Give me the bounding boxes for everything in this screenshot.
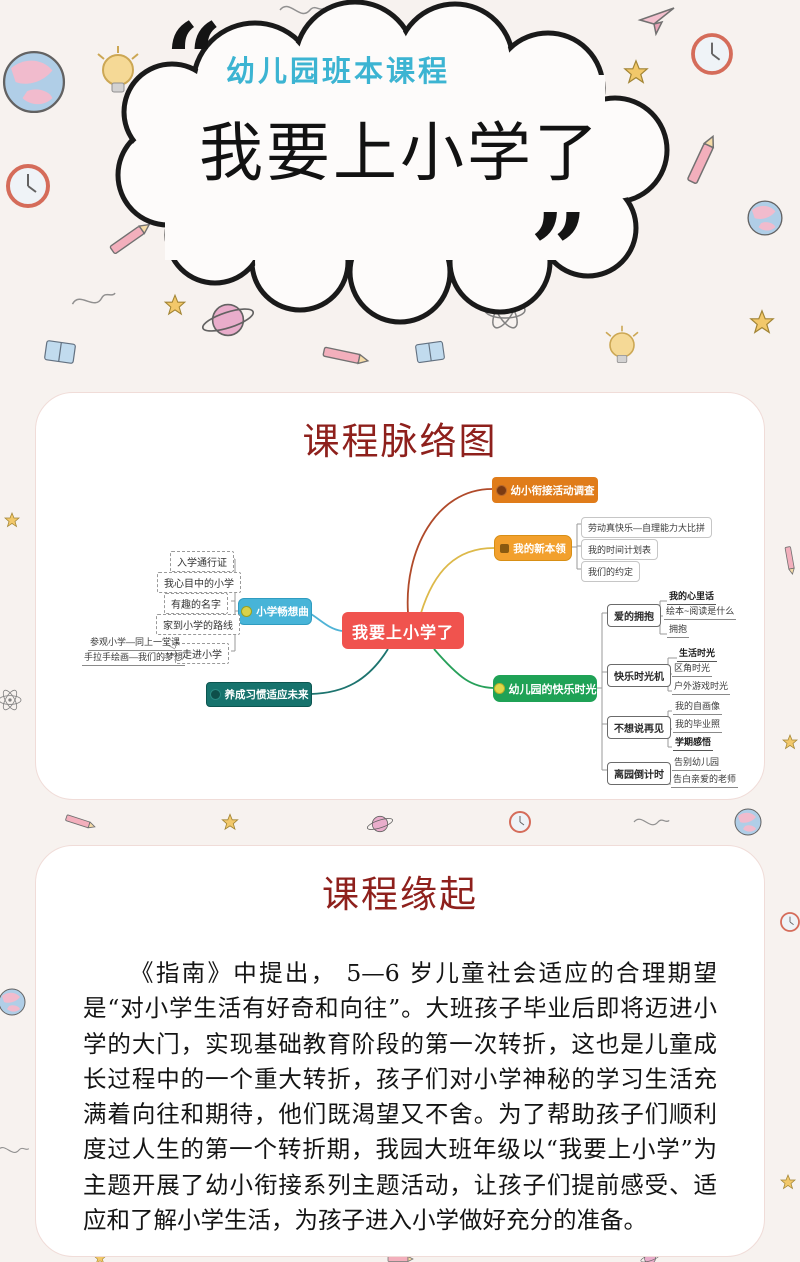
mindmap-branch-fantasia: 小学畅想曲 (238, 598, 312, 625)
mindmap-branch-happy-times: 幼儿园的快乐时光 (493, 675, 597, 702)
map-card-title: 课程脉络图 (302, 420, 498, 463)
survey-badge-icon (495, 484, 507, 496)
branch-label: 幼小衔接活动调查 (510, 484, 595, 497)
mindmap-group: 不想说再见 (607, 716, 671, 739)
mindmap-connectors (163, 488, 677, 785)
mindmap-group: 快乐时光机 (607, 664, 671, 687)
open-quote-mark: “ (165, 1, 223, 119)
hero-kicker: 幼儿园班本课程 (226, 56, 451, 88)
mindmap-leaf: 学期感悟 (673, 735, 714, 751)
mindmap-branch-skills: 我的新本领 (494, 535, 572, 561)
branch-label: 幼儿园的快乐时光 (508, 683, 597, 696)
mindmap-leaf: 有趣的名字 (164, 593, 228, 614)
hero-section: “ ” 幼儿园班本课程 我要上小学了 (0, 0, 800, 392)
mindmap-leaf: 参观小学—同上一堂课 (88, 635, 183, 651)
origin-body-text: 《指南》中提出， 5—6 岁儿童社会适应的合理期望是“对小学生活有好奇和向往”。… (83, 959, 717, 1234)
mindmap-leaf: 我们的约定 (581, 561, 641, 582)
mindmap-leaf: 绘本~阅读是什么 (664, 604, 737, 620)
mindmap-leaf: 我心目中的小学 (157, 572, 241, 593)
mindmap-leaf: 区角时光 (672, 661, 713, 677)
mindmap-leaf: 告别幼儿园 (672, 755, 722, 771)
branch-label: 养成习惯适应未来 (224, 689, 309, 701)
skills-badge-icon (500, 543, 510, 553)
habit-badge-icon (209, 689, 221, 700)
mindmap-leaf: 劳动真快乐—自理能力大比拼 (581, 517, 713, 538)
mindmap-group: 离园倒计时 (607, 762, 671, 785)
branch-label: 我的新本领 (513, 542, 566, 555)
mindmap-leaf: 我的毕业照 (673, 717, 723, 733)
mindmap-leaf: 户外游戏时光 (672, 679, 731, 695)
mindmap-group: 爱的拥抱 (607, 604, 661, 627)
page-title: 我要上小学了 (199, 117, 601, 191)
mindmap-leaf: 走进小学 (175, 643, 229, 664)
center-label: 我要上小学了 (351, 624, 454, 642)
origin-card-title: 课程缘起 (322, 873, 478, 916)
mindmap-leaf: 我的自画像 (673, 699, 723, 715)
cloud-bubble (115, 0, 670, 325)
mindmap-branch-survey: 幼小衔接活动调查 (492, 477, 598, 503)
close-quote-mark: ” (530, 191, 588, 309)
mindmap-leaf: 入学通行证 (170, 551, 234, 572)
mindmap-leaf: 生活时光 (677, 646, 718, 662)
mindmap-leaf: 我的时间计划表 (581, 539, 659, 560)
music-badge-icon (241, 606, 253, 617)
mindmap-branch-habits: 养成习惯适应未来 (206, 682, 312, 707)
mindmap-leaf: 家到小学的路线 (156, 614, 240, 635)
mindmap-leaf: 告白亲爱的老师 (671, 772, 739, 788)
mindmap-leaf: 我的心里话 (667, 589, 717, 605)
course-origin-card: 课程缘起 《指南》中提出， 5—6 岁儿童社会适应的合理期望是“对小学生活有好奇… (35, 845, 765, 1257)
branch-label: 小学畅想曲 (256, 606, 309, 618)
course-map-card: 课程脉络图 我要上小学了 幼小衔接活动调查 (35, 392, 765, 800)
mindmap-leaf: 手拉手绘画—我们的梦想 (82, 650, 186, 666)
mindmap-leaf: 拥抱 (667, 622, 690, 638)
mindmap-center-node: 我要上小学了 (342, 612, 464, 649)
happy-badge-icon (493, 683, 505, 694)
mindmap: 我要上小学了 幼小衔接活动调查 我的新本领 劳动真快乐—自理能力大比拼 我的时间… (36, 393, 766, 801)
